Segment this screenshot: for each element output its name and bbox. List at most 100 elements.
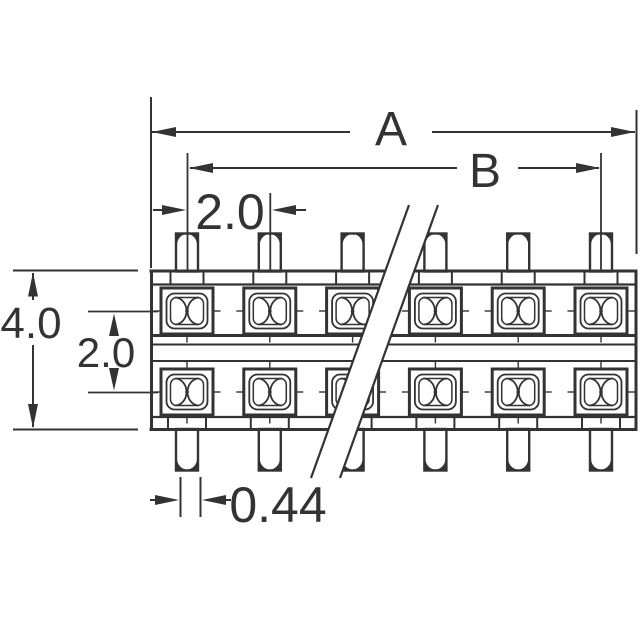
top-pin-outline — [423, 232, 448, 273]
dimension-pin-pitch: 2.0 — [153, 184, 306, 270]
rowspacing-arrow-down — [109, 368, 119, 391]
cell-contact-outer — [496, 373, 540, 411]
cell-center-dot — [516, 309, 520, 313]
contact-cell — [401, 360, 469, 424]
cell-center-dot — [599, 309, 603, 313]
cell-contact-inner — [500, 377, 536, 407]
pitch-label: 2.0 — [195, 184, 265, 240]
height-label: 4.0 — [0, 299, 61, 348]
dim-b-arrow-left — [189, 163, 213, 173]
cell-contact-outer — [579, 373, 623, 411]
contact-cell — [484, 360, 552, 424]
cell-contact-inner — [335, 296, 370, 326]
contact-cell — [567, 360, 635, 424]
break-line-right — [338, 204, 440, 479]
cell-cavity-outline — [573, 286, 629, 336]
cell-cavity-outline — [159, 367, 215, 417]
dim-a-arrow-right — [611, 127, 635, 137]
dim-a-arrow-left — [152, 127, 176, 137]
contact-cell — [236, 360, 304, 424]
dimension-b: B — [186, 145, 602, 270]
bottom-pin-chamfer — [591, 458, 611, 470]
cell-contact-outer — [248, 373, 292, 411]
cell-center-dot — [433, 390, 438, 394]
cell-cavity-outline — [490, 367, 546, 417]
top-pin — [423, 232, 448, 273]
bottom-pin — [423, 427, 448, 472]
cell-center-dot — [516, 390, 520, 394]
cell-contact-inner — [500, 296, 536, 326]
contact-cell — [484, 286, 552, 343]
bottom-pin-chamfer — [508, 458, 529, 470]
dimension-a: A — [150, 97, 638, 268]
dim-a-label: A — [375, 103, 407, 156]
top-pin-chamfer — [591, 234, 611, 245]
pinwidth-label: 0.44 — [229, 477, 326, 533]
dimension-body-height: 4.0 — [0, 269, 138, 431]
bottom-pin-outline — [257, 427, 282, 472]
pitch-arrow-right — [272, 205, 296, 215]
top-pin-outline — [340, 232, 365, 273]
pinwidth-arrow-right — [202, 495, 226, 505]
rowspacing-label: 2.0 — [77, 329, 135, 376]
cell-contact-outer — [496, 292, 540, 330]
cell-cavity-outline — [407, 367, 463, 417]
cell-cavity-outline — [242, 367, 298, 417]
cell-contact-inner — [418, 296, 453, 326]
cell-center-dot — [268, 309, 272, 313]
cell-contact-outer — [579, 292, 623, 330]
pitch-arrow-left — [162, 205, 186, 215]
bottom-pin-outline — [588, 427, 614, 472]
cell-center-dot — [433, 309, 438, 313]
break-mask — [311, 205, 438, 478]
top-pin-chamfer — [177, 234, 197, 245]
contact-cell — [153, 286, 221, 343]
cell-center-dot — [350, 309, 355, 313]
top-pin — [506, 232, 531, 273]
bottom-pin — [588, 427, 614, 472]
cell-cavity-outline — [490, 286, 546, 336]
break-line-left — [309, 204, 411, 479]
top-pin-chamfer — [342, 234, 363, 245]
dim-b-arrow-right — [576, 163, 600, 173]
cell-contact-inner — [169, 296, 205, 326]
dim-b-label: B — [469, 145, 501, 198]
top-pin — [340, 232, 365, 273]
cell-contact-outer — [413, 292, 457, 330]
cell-contact-outer — [165, 373, 209, 411]
bottom-pin-outline — [423, 427, 448, 472]
bottom-pin-chamfer — [259, 458, 280, 470]
cell-cavity-outline — [159, 286, 215, 336]
cell-contact-inner — [583, 296, 619, 326]
cell-contact-inner — [418, 377, 453, 407]
bottom-pin — [257, 427, 282, 472]
cell-center-dot — [185, 390, 189, 394]
cell-contact-outer — [248, 292, 292, 330]
height-arrow-up — [28, 272, 38, 297]
cell-center-dot — [268, 390, 272, 394]
dimension-pin-width: 0.44 — [150, 477, 327, 533]
cell-cavity-outline — [407, 286, 463, 336]
contact-cell — [401, 286, 469, 343]
bottom-pin — [506, 427, 531, 472]
height-arrow-down — [28, 404, 38, 428]
cell-center-dot — [185, 309, 189, 313]
cell-contact-inner — [252, 296, 288, 326]
cell-contact-outer — [165, 292, 209, 330]
bottom-pin-outline — [174, 427, 200, 472]
rail-notches — [167, 272, 621, 429]
contact-cell — [153, 360, 221, 424]
bottom-pin-chamfer — [177, 458, 197, 470]
dimension-row-spacing: 2.0 — [77, 310, 158, 394]
contact-cell — [236, 286, 304, 343]
cell-center-dot — [599, 390, 603, 394]
top-pin-outline — [506, 232, 531, 273]
cell-cavity-outline — [242, 286, 298, 336]
rowspacing-arrow-up — [109, 313, 119, 336]
top-pin-chamfer — [508, 234, 529, 245]
cell-contact-inner — [169, 377, 205, 407]
bottom-pin-outline — [506, 427, 531, 472]
cell-contact-outer — [413, 373, 457, 411]
